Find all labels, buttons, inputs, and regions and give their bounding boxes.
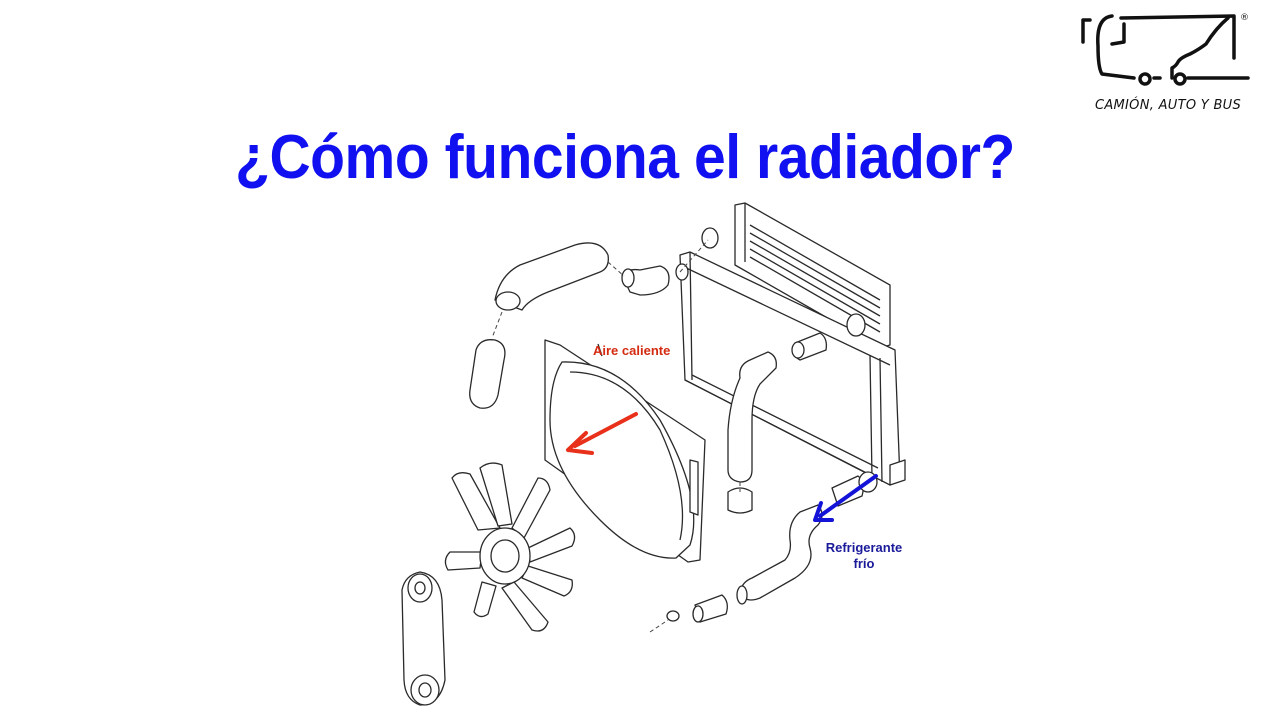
water-pump-pulley bbox=[401, 571, 446, 706]
hot-air-label: Aire caliente bbox=[593, 343, 671, 358]
coolant-label: Refrigerante frío bbox=[814, 540, 914, 572]
fan-shroud bbox=[544, 339, 706, 563]
truck-bus-outline-icon: ® bbox=[1081, 13, 1250, 86]
radiator-hose-middle bbox=[727, 332, 828, 514]
cooling-fan bbox=[444, 462, 576, 632]
upper-hose bbox=[469, 242, 670, 409]
coolant-label-line1: Refrigerante bbox=[825, 540, 903, 555]
brand-logo: ® CAMIÓN, AUTO Y BUS bbox=[1068, 6, 1268, 116]
coolant-label-line2: frío bbox=[853, 556, 875, 571]
coolant-arrow bbox=[813, 474, 878, 522]
svg-text:®: ® bbox=[1240, 13, 1249, 23]
hot-air-arrow bbox=[566, 412, 638, 455]
page-title: ¿Cómo funciona el radiador? bbox=[235, 123, 1015, 192]
radiator bbox=[675, 202, 906, 486]
logo-caption: CAMIÓN, AUTO Y BUS bbox=[1094, 98, 1242, 113]
